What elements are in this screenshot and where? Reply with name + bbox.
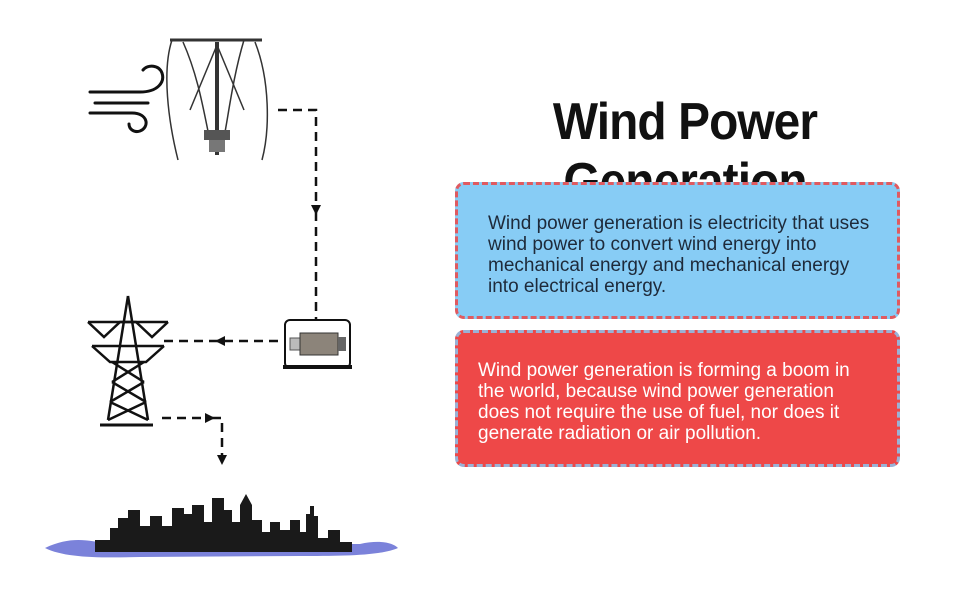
definition-box: Wind power generation is electricity tha…: [455, 182, 900, 319]
benefits-text: Wind power generation is forming a boom …: [478, 360, 850, 444]
benefits-box: Wind power generation is forming a boom …: [455, 330, 900, 467]
generator-icon: [283, 319, 352, 369]
flow-turbine-to-generator: [278, 108, 321, 320]
transmission-tower-icon: [87, 295, 169, 427]
vertical-wind-turbine-icon: [166, 38, 269, 161]
city-skyline-icon: [45, 494, 398, 558]
definition-text: Wind power generation is electricity tha…: [488, 213, 870, 297]
wind-icon: [88, 64, 165, 133]
flow-tower-to-city: [162, 413, 227, 465]
